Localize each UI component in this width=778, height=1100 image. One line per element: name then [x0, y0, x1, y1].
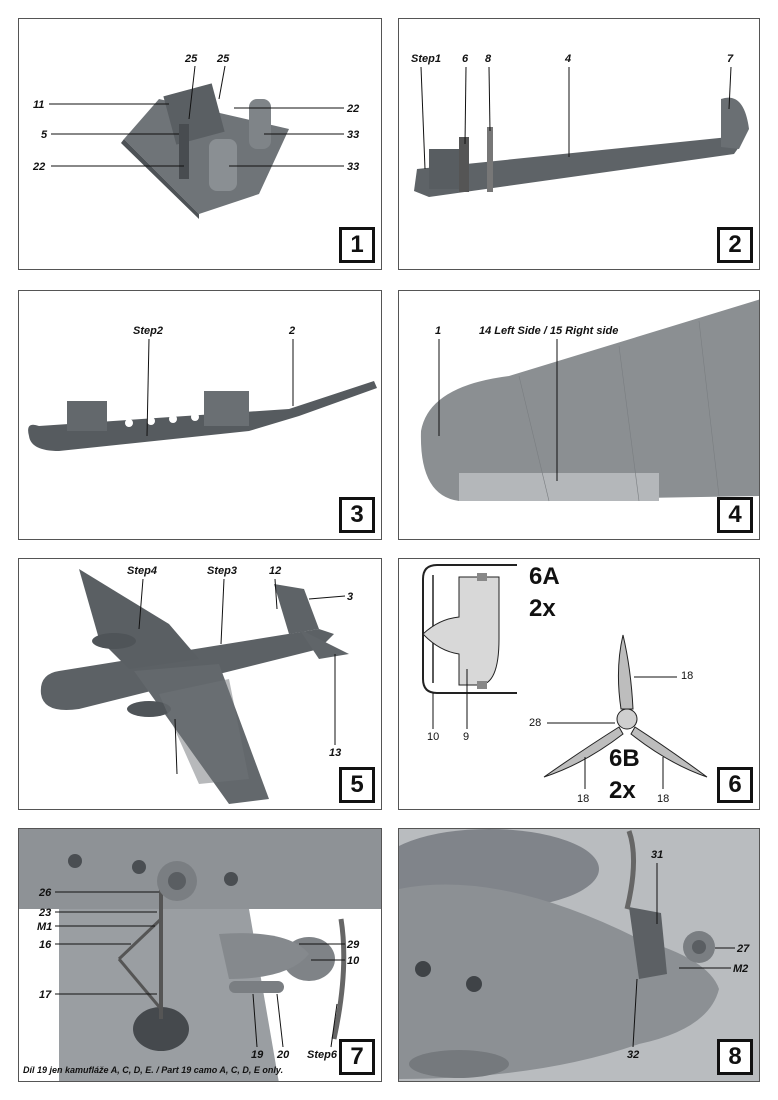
wing-tip-illustration — [420, 299, 759, 502]
label-29: 29 — [347, 939, 360, 951]
cockpit-floor-illustration — [121, 83, 289, 219]
step-panel-7: 26 23 M1 16 29 10 17 19 20 Step6 Díl 19 … — [18, 828, 382, 1082]
step-panel-6: 6A 2x 6B 2x 10 9 18 28 18 18 6 — [398, 558, 760, 810]
step-panel-8: 31 27 M2 32 8 — [398, 828, 760, 1082]
label-13: 13 — [329, 747, 342, 759]
step-number-4: 4 — [717, 497, 753, 533]
step-number-6: 6 — [717, 767, 753, 803]
step-number-1: 1 — [339, 227, 375, 263]
label-23: 23 — [39, 907, 52, 919]
label-m1: M1 — [37, 921, 53, 933]
step-panel-3: Step2 2 3 — [18, 290, 382, 540]
label-22a: 22 — [33, 161, 46, 173]
label-33a: 33 — [347, 129, 360, 141]
step-panel-1: 25 25 11 5 22 22 33 33 1 — [18, 18, 382, 270]
fuselage-half-illustration — [414, 97, 749, 197]
nose-gear-illustration — [399, 829, 759, 1081]
label-4: 4 — [565, 53, 572, 65]
label-22b: 22 — [347, 103, 360, 115]
label-32: 32 — [627, 1049, 640, 1061]
label-m2: M2 — [733, 963, 749, 975]
label-19: 19 — [251, 1049, 264, 1061]
label-16: 16 — [39, 939, 52, 951]
label-10: 10 — [427, 731, 440, 743]
label-6: 6 — [462, 53, 469, 65]
landing-gear-illustration — [19, 829, 381, 1081]
step-number-2: 2 — [717, 227, 753, 263]
label-11: 11 — [33, 99, 45, 111]
label-18-left: 18 — [577, 793, 590, 805]
camo-note: Díl 19 jen kamufláže A, C, D, E. / Part … — [23, 1065, 284, 1075]
label-28: 28 — [529, 717, 542, 729]
subassembly-6b-label: 6B — [609, 745, 640, 772]
step-panel-2: Step1 6 8 4 7 2 — [398, 18, 760, 270]
step-panel-4: 1 14 Left Side / 15 Right side 4 — [398, 290, 760, 540]
label-1: 1 — [435, 325, 442, 337]
label-step6: Step6 — [307, 1049, 337, 1061]
subassembly-6b-qty: 2x — [609, 777, 636, 804]
label-5: 5 — [41, 129, 48, 141]
label-27: 27 — [737, 943, 750, 955]
label-17: 17 — [39, 989, 52, 1001]
airframe-illustration — [40, 569, 349, 804]
step-number-3: 3 — [339, 497, 375, 533]
label-step1: Step1 — [411, 53, 441, 65]
label-12: 12 — [269, 565, 282, 577]
label-18-top: 18 — [681, 670, 694, 682]
label-31: 31 — [651, 849, 664, 861]
label-25a: 25 — [185, 53, 198, 65]
label-step2: Step2 — [133, 325, 163, 337]
label-step3: Step3 — [207, 565, 237, 577]
subassembly-6a-label: 6A — [529, 563, 560, 590]
label-14-15: 14 Left Side / 15 Right side — [479, 325, 619, 337]
label-25b: 25 — [217, 53, 230, 65]
fuselage-assembly-illustration — [28, 381, 377, 451]
step-number-7: 7 — [339, 1039, 375, 1075]
label-3: 3 — [347, 591, 354, 603]
label-18-right: 18 — [657, 793, 670, 805]
label-7: 7 — [727, 53, 734, 65]
label-step4: Step4 — [127, 565, 157, 577]
label-2: 2 — [289, 325, 296, 337]
step-panel-5: Step4 Step3 12 3 13 5 — [18, 558, 382, 810]
label-20: 20 — [277, 1049, 290, 1061]
subassembly-6a-qty: 2x — [529, 595, 556, 622]
label-9: 9 — [463, 731, 470, 743]
label-10: 10 — [347, 955, 360, 967]
propeller-diagram — [422, 564, 708, 789]
step-number-8: 8 — [717, 1039, 753, 1075]
label-26: 26 — [39, 887, 52, 899]
label-8: 8 — [485, 53, 492, 65]
step-number-5: 5 — [339, 767, 375, 803]
label-33b: 33 — [347, 161, 360, 173]
